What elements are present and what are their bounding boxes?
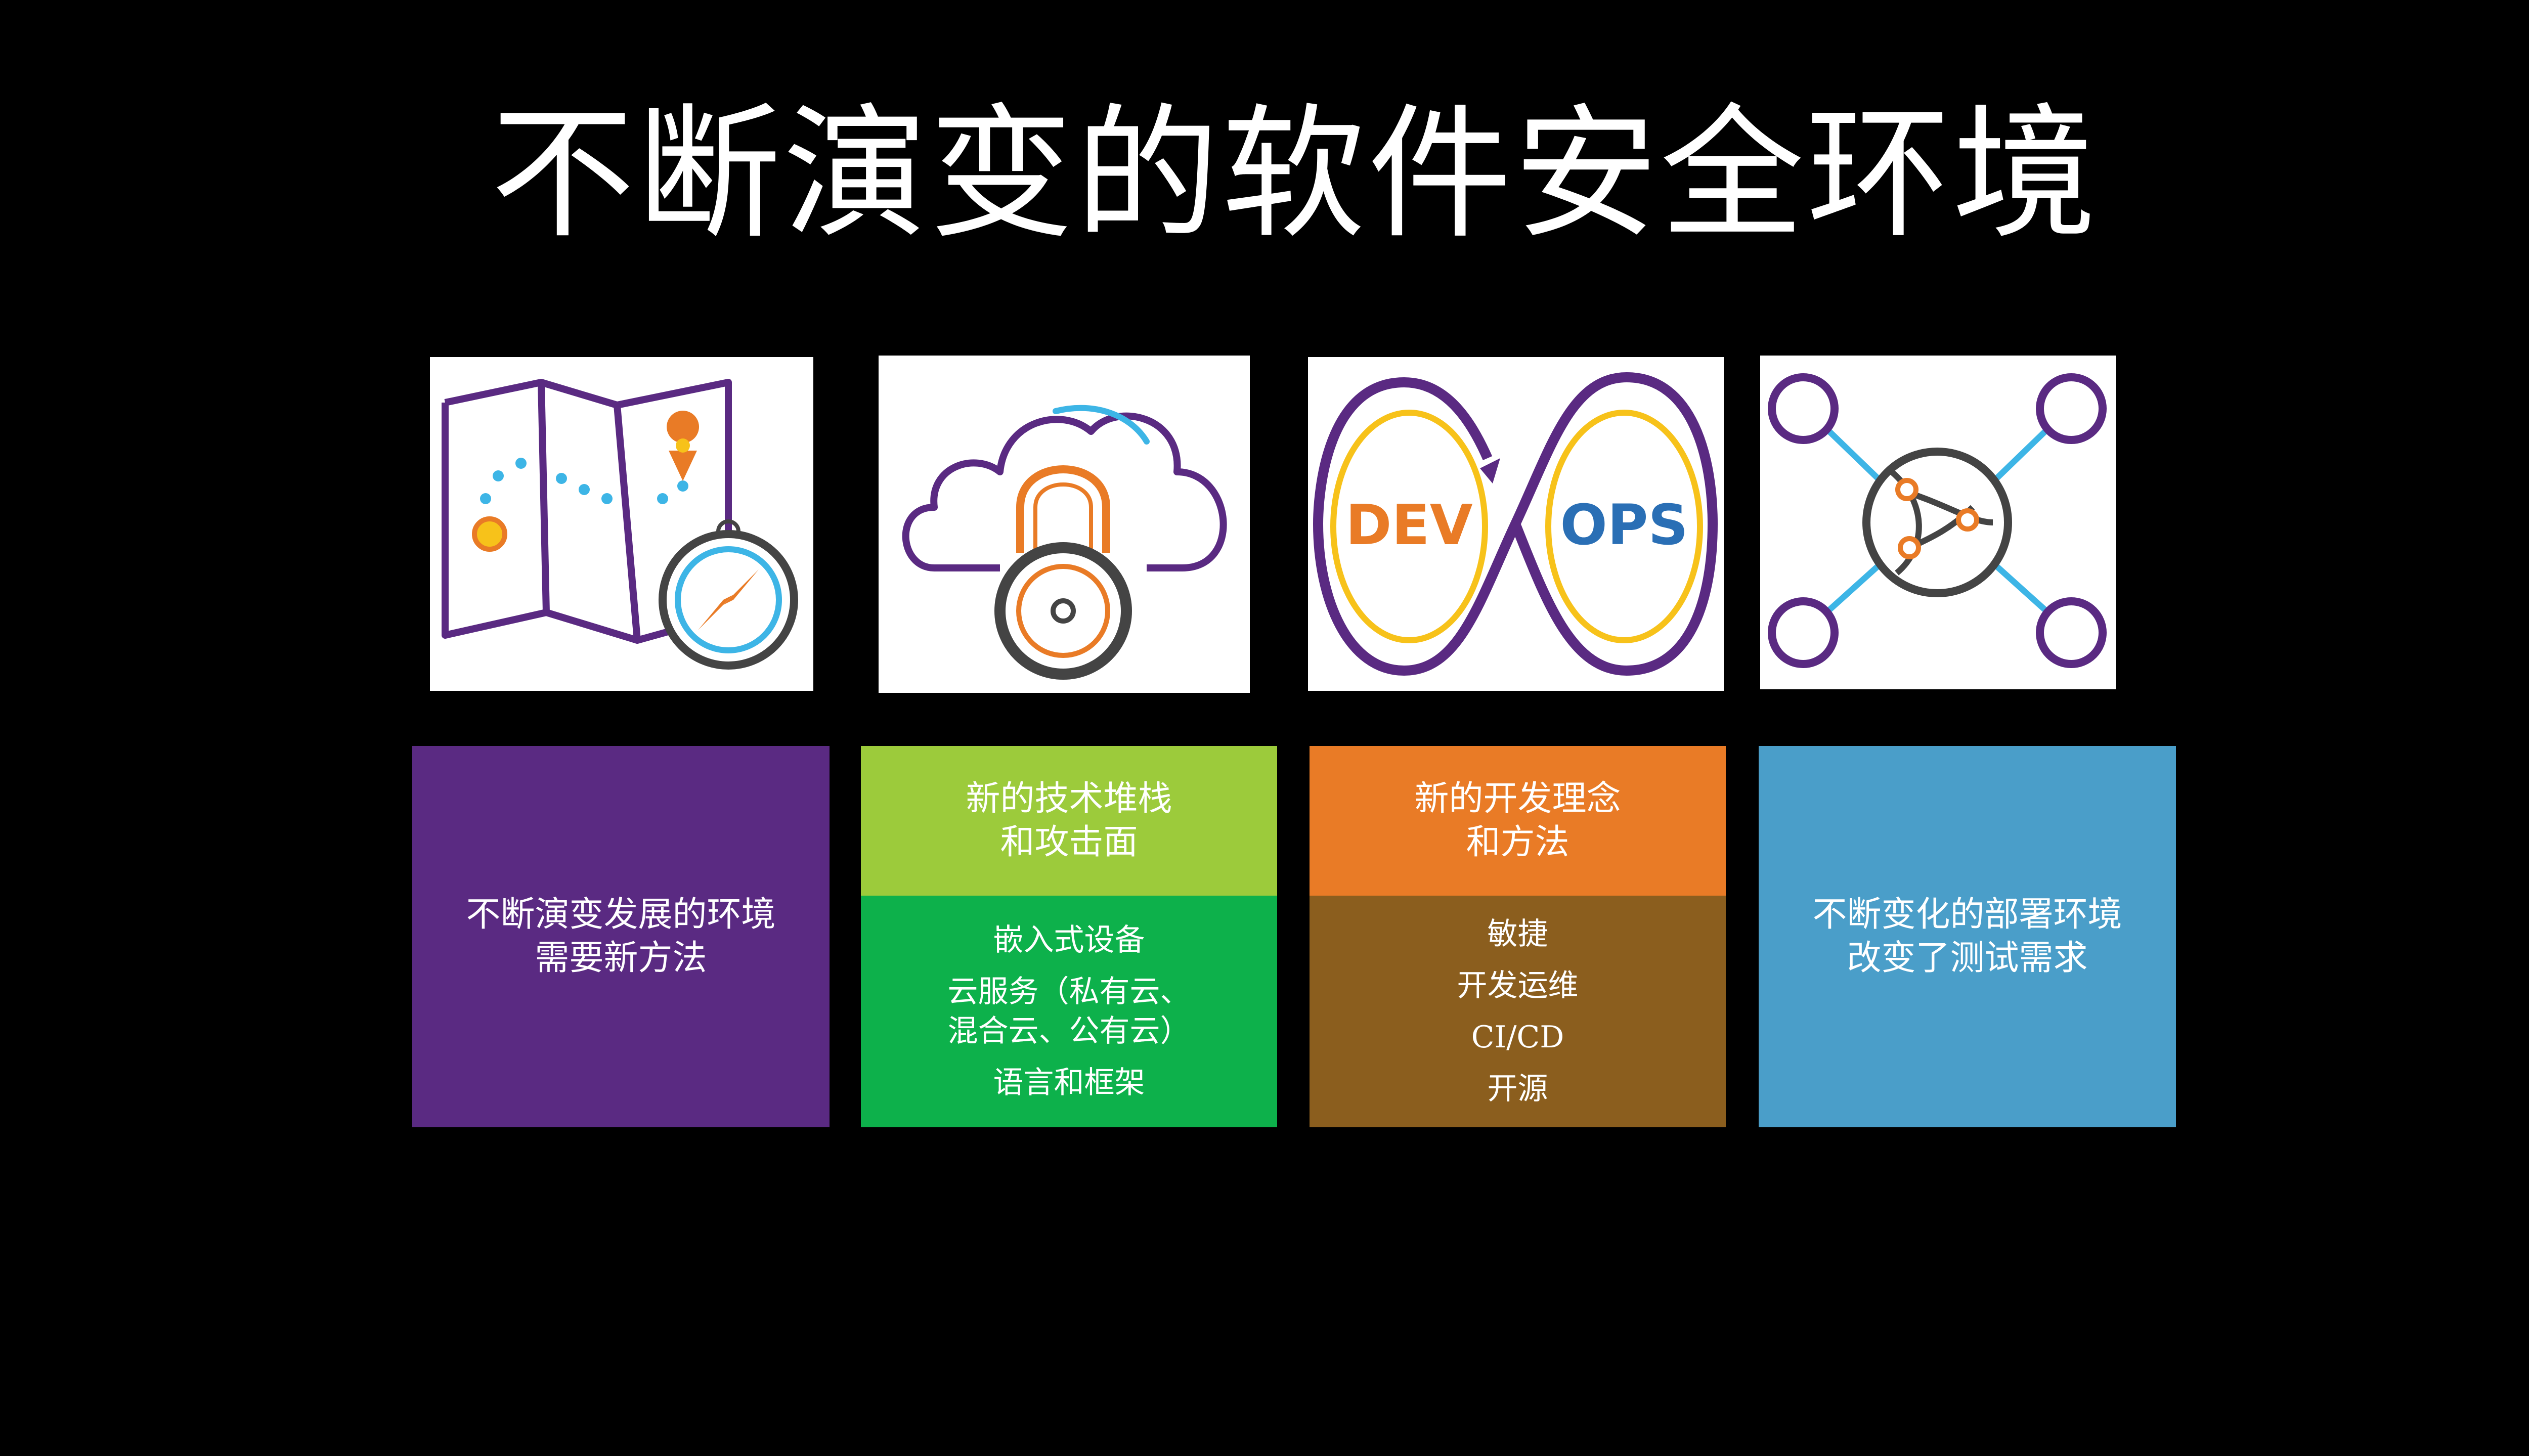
- map-compass-icon: [430, 357, 813, 691]
- card-dev-methods: 新的开发理念 和方法 敏捷 开发运维 CI/CD 开源: [1310, 746, 1726, 1127]
- card-deployment-environment: 不断变化的部署环境 改变了测试需求: [1759, 746, 2176, 1127]
- card2-header-line1: 新的技术堆栈: [966, 779, 1172, 819]
- devops-infinity-icon: DEV OPS: [1308, 357, 1724, 691]
- devops-dev-text: DEV: [1345, 493, 1473, 557]
- card3-item-cicd: CI/CD: [1471, 1020, 1564, 1055]
- card2-header: 新的技术堆栈 和攻击面: [861, 746, 1277, 896]
- card2-item-cloud-1: 云服务（私有云、: [947, 974, 1191, 1009]
- card3-item-agile: 敏捷: [1487, 916, 1548, 952]
- card1-line1: 不断演变发展的环境: [466, 895, 776, 935]
- card3-header: 新的开发理念 和方法: [1310, 746, 1726, 896]
- devops-ops-text: OPS: [1560, 493, 1688, 557]
- card-evolving-environment: 不断演变发展的环境 需要新方法: [412, 746, 830, 1127]
- card2-body: 嵌入式设备 云服务（私有云、 混合云、公有云） 语言和框架: [861, 896, 1277, 1127]
- card2-item-embedded: 嵌入式设备: [993, 922, 1145, 958]
- card3-body: 敏捷 开发运维 CI/CD 开源: [1310, 896, 1726, 1127]
- card3-item-devops: 开发运维: [1457, 968, 1579, 1003]
- card3-header-line1: 新的开发理念: [1414, 779, 1621, 819]
- card2-item-languages: 语言和框架: [993, 1065, 1145, 1100]
- card2-header-line2: 和攻击面: [1000, 822, 1138, 862]
- card2-item-cloud-2: 混合云、公有云）: [947, 1013, 1191, 1049]
- card3-header-line2: 和方法: [1466, 822, 1569, 862]
- globe-network-icon: [1760, 356, 2116, 689]
- card1-line2: 需要新方法: [535, 938, 707, 978]
- card4-line1: 不断变化的部署环境: [1812, 895, 2122, 935]
- slide-title: 不断演变的软件安全环境: [491, 91, 2099, 258]
- card-tech-stack: 新的技术堆栈 和攻击面 嵌入式设备 云服务（私有云、 混合云、公有云） 语言和框…: [861, 746, 1277, 1127]
- cloud-lock-icon: [879, 356, 1250, 693]
- card4-line2: 改变了测试需求: [1847, 938, 2088, 978]
- card3-item-opensource: 开源: [1487, 1071, 1548, 1107]
